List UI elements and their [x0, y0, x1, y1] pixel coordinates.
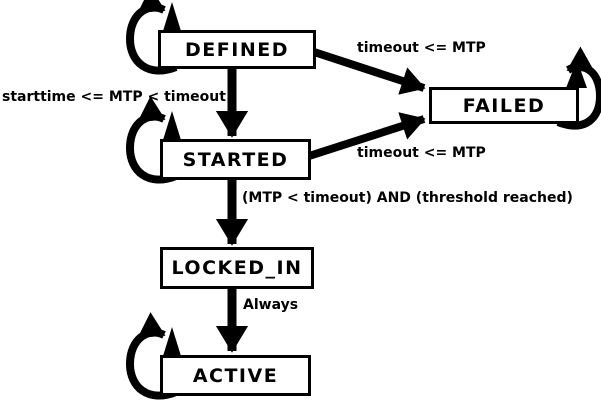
self-loop-defined-spike: [163, 2, 181, 31]
state-locked-in: LOCKED_IN: [160, 247, 314, 289]
state-failed: FAILED: [429, 87, 579, 124]
state-started: STARTED: [160, 139, 311, 180]
transition-label-defined-failed: timeout <= MTP: [357, 40, 486, 56]
self-loop-failed-spike: [566, 60, 587, 88]
state-defined-label: DEFINED: [185, 38, 289, 61]
transition-label-started-failed: timeout <= MTP: [357, 145, 486, 161]
self-loop-active: [125, 312, 178, 400]
state-started-label: STARTED: [182, 148, 289, 171]
state-failed-label: FAILED: [462, 94, 546, 117]
self-loop-defined: [125, 0, 178, 75]
transition-label-locked-in-active: Always: [243, 297, 299, 313]
self-loop-failed: [556, 46, 601, 130]
state-locked-in-label: LOCKED_IN: [171, 257, 303, 279]
state-active-label: ACTIVE: [192, 364, 279, 387]
self-loop-started-spike: [163, 111, 181, 140]
transition-label-started-locked-in: (MTP < timeout) AND (threshold reached): [242, 190, 573, 206]
arrow-defined-to-failed: [309, 47, 426, 95]
transition-label-defined-started: starttime <= MTP < timeout: [2, 89, 226, 105]
state-active: ACTIVE: [160, 355, 311, 396]
state-defined: DEFINED: [158, 30, 316, 69]
self-loop-started: [125, 96, 178, 184]
self-loop-active-spike: [163, 327, 181, 356]
arrow-started-to-failed: [304, 112, 426, 161]
